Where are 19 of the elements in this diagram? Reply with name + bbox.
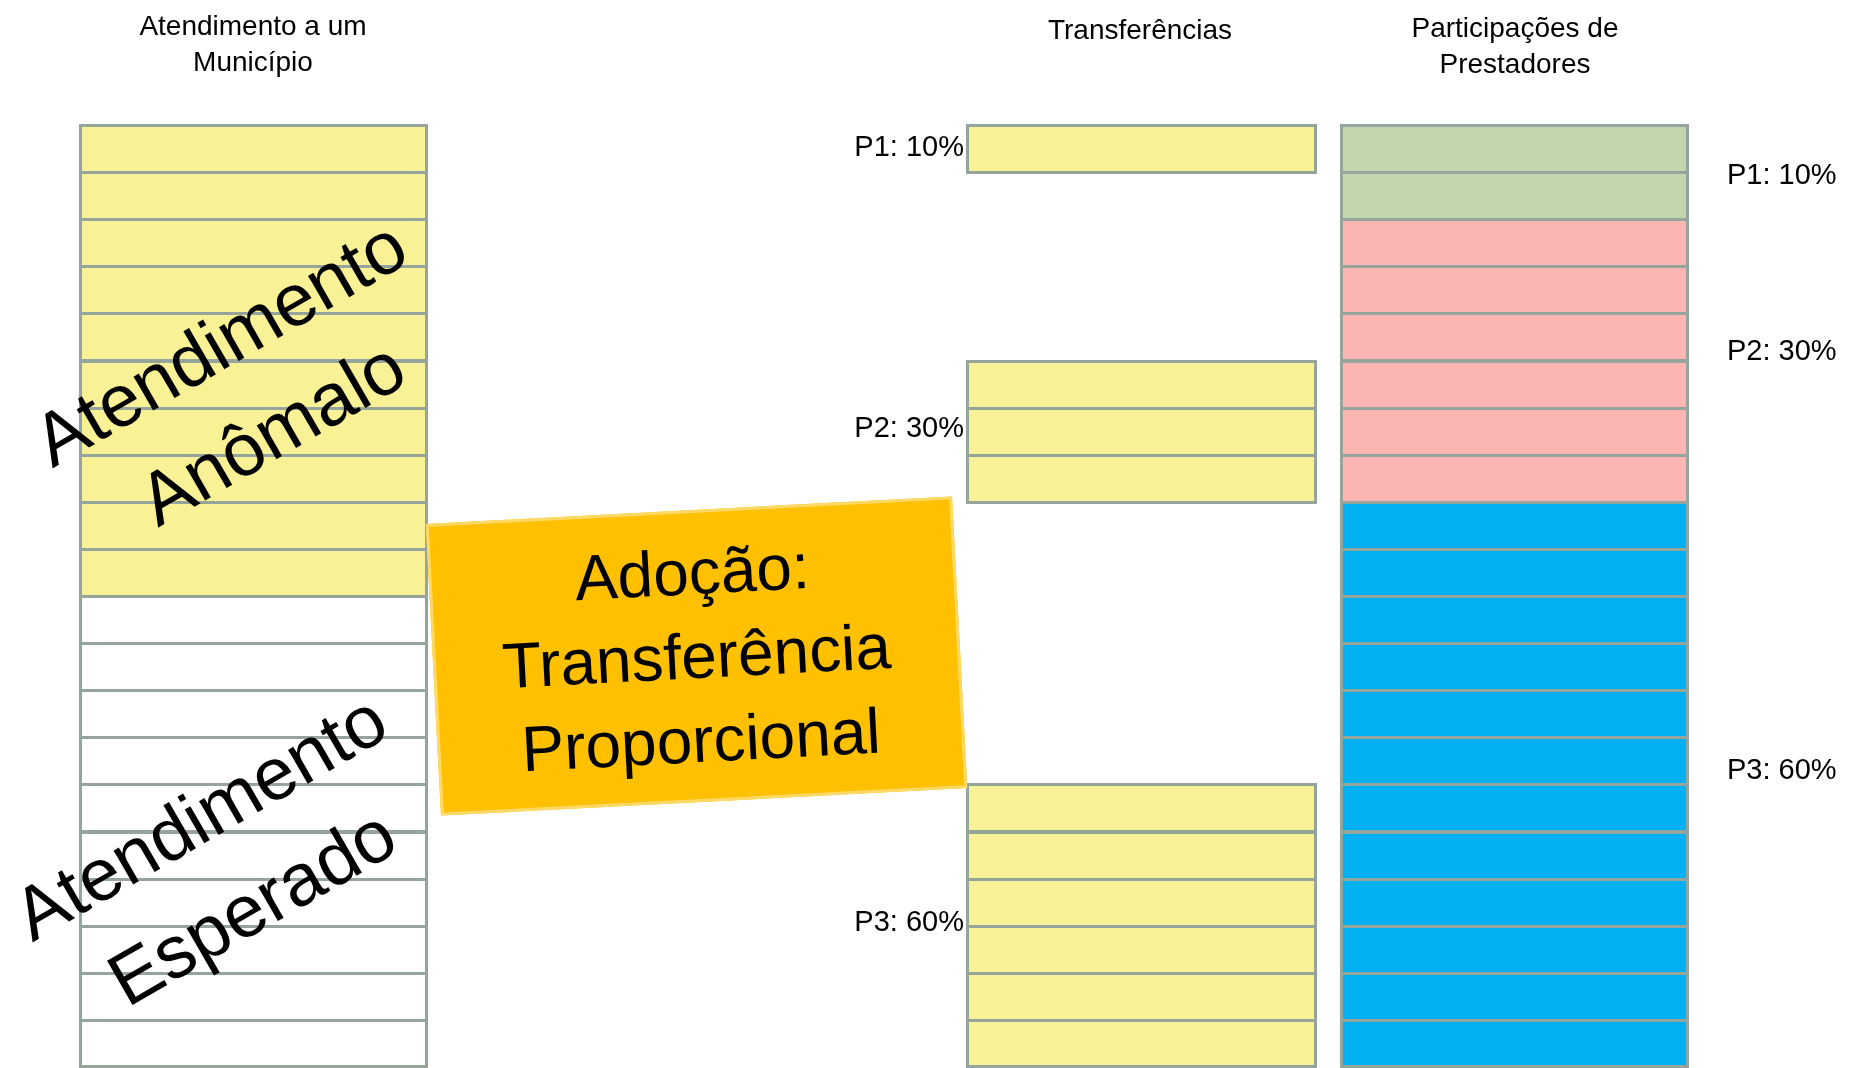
column-heading: Atendimento a um Município — [138, 9, 368, 80]
stacked-bar-segment — [1340, 312, 1689, 363]
stacked-bar-segment — [966, 783, 1317, 834]
column-heading: Transferências — [1046, 13, 1234, 47]
callout-text: Adoção: Transferência Proporcional — [499, 529, 894, 788]
share-label: P3: 60% — [853, 904, 964, 939]
share-label: P2: 30% — [1727, 333, 1838, 368]
stacked-bar-segment — [1340, 830, 1689, 881]
share-label: P1: 10% — [853, 129, 964, 164]
column-heading: Participações de Prestadores — [1410, 11, 1620, 82]
share-label: P1: 10% — [1727, 157, 1838, 192]
bar-column — [1340, 124, 1689, 1068]
stacked-bar-segment — [1340, 783, 1689, 834]
stacked-bar-segment — [966, 830, 1317, 881]
stacked-bar-segment — [1340, 359, 1689, 410]
share-label: P3: 60% — [1727, 752, 1838, 787]
stacked-bar-segment — [966, 359, 1317, 410]
share-label: P2: 30% — [853, 410, 964, 445]
stacked-bar-segment — [966, 124, 1317, 175]
